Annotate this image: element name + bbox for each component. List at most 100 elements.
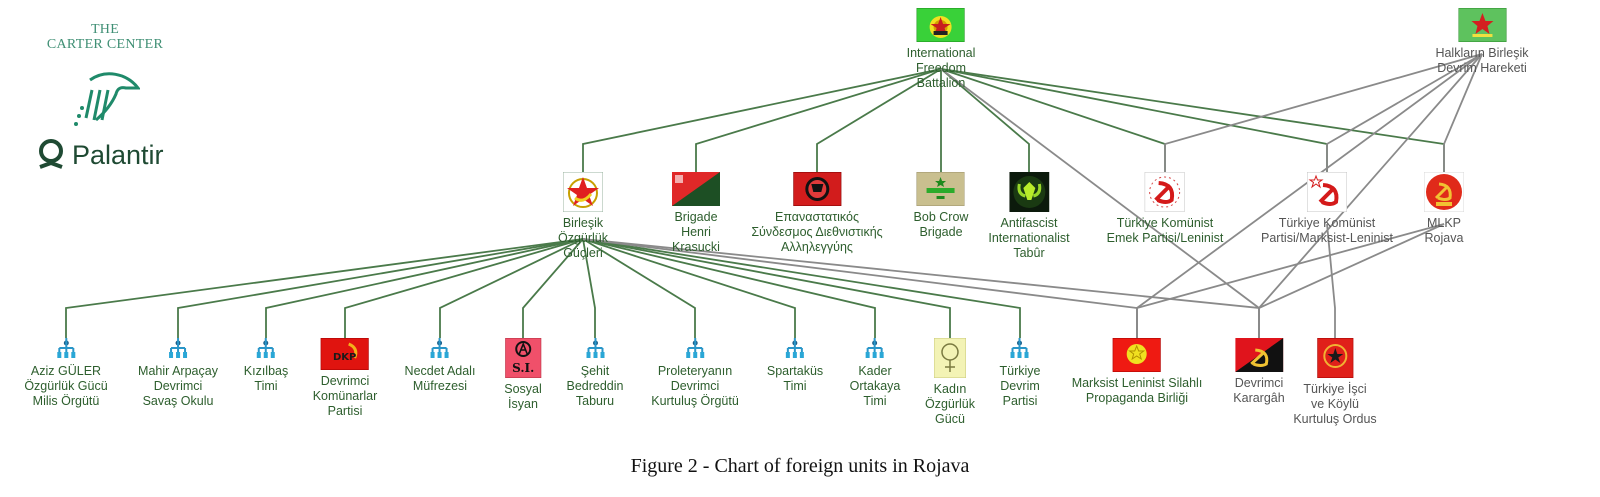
org-node-label: Necdet Adalı Müfrezesi <box>404 364 476 393</box>
org-hierarchy-icon <box>864 338 886 360</box>
org-node-label: Spartaküs Timi <box>766 364 824 393</box>
edge-bog-pdko <box>582 238 696 338</box>
org-hierarchy-icon <box>55 338 77 360</box>
org-node-label: International Freedom Battalion <box>906 46 976 90</box>
org-node-label: Kadın Özgürlük Gücü <box>924 382 976 426</box>
edge-bog-agog <box>65 238 584 338</box>
mlkp-emblem-icon <box>1424 172 1464 212</box>
edge-ifb-tkpml <box>940 68 1328 172</box>
org-node-hbdh: Halkların Birleşik Devrim Hareketi <box>1435 8 1529 76</box>
org-node-label: Devrimci Komünarlar Partisi <box>312 374 378 418</box>
edge-hbdh-tkpml <box>1326 53 1483 172</box>
org-node-label: Bob Crow Brigade <box>913 210 969 239</box>
hbdh-flag-icon <box>1458 8 1506 42</box>
mlspb-flag-icon <box>1112 338 1161 372</box>
edge-bog-kot <box>582 238 876 338</box>
edge-bog-tdp <box>582 238 1021 338</box>
org-node-label: Devrimci Karargâh <box>1233 376 1285 405</box>
palantir-wordmark: Palantir <box>72 139 164 170</box>
org-node-label: Birleşik Özgürlük Güçleri <box>557 216 609 260</box>
edge-ifb-sda <box>816 68 942 172</box>
org-node-label: Türkiye Komünist Partisi/Marksist-Lenini… <box>1261 216 1393 245</box>
org-hierarchy-icon <box>784 338 806 360</box>
edge-bog-si <box>522 238 584 338</box>
org-node-bog: Birleşik Özgürlük Güçleri <box>558 172 608 261</box>
org-node-st: Spartaküs Timi <box>767 338 823 394</box>
org-node-bcb: Bob Crow Brigade <box>913 172 969 240</box>
org-node-label: Marksist Leninist Silahlı Propaganda Bir… <box>1071 376 1203 405</box>
org-node-pdko: Proleteryanın Devrimci Kurtuluş Örgütü <box>651 338 739 409</box>
ait-emblem-icon <box>1009 172 1049 212</box>
edge-bog-kt <box>265 238 584 338</box>
org-node-dk: Devrimci Karargâh <box>1233 338 1285 406</box>
tikko-emblem-icon <box>1317 338 1353 378</box>
org-hierarchy-icon <box>684 338 706 360</box>
figure-caption: Figure 2 - Chart of foreign units in Roj… <box>630 455 970 477</box>
star-emblem-icon <box>563 172 603 212</box>
edge-bog-nam <box>439 238 584 338</box>
org-node-agog: Aziz GÜLER Özgürlük Gücü Milis Örgütü <box>24 338 108 409</box>
eagle-icon <box>74 72 140 126</box>
org-node-dkp: DKP Devrimci Komünarlar Partisi <box>312 338 378 419</box>
org-node-label: Türkiye Devrim Partisi <box>999 364 1041 408</box>
edge-bog-st <box>582 238 796 338</box>
org-node-ifb: International Freedom Battalion <box>906 8 976 91</box>
org-node-label: Brigade Henri Krasucki <box>672 210 720 254</box>
women-symbol-icon <box>934 338 966 378</box>
org-node-nam: Necdet Adalı Müfrezesi <box>404 338 476 394</box>
svg-text:DKP: DKP <box>333 352 356 363</box>
org-hierarchy-icon <box>429 338 451 360</box>
org-node-label: Sosyal İsyan <box>504 382 542 411</box>
org-node-label: Halkların Birleşik Devrim Hareketi <box>1435 46 1529 75</box>
edge-hbdh-mlkp <box>1443 53 1483 172</box>
org-node-label: Proleteryanın Devrimci Kurtuluş Örgütü <box>651 364 739 408</box>
dkp-flag-icon: DKP <box>321 338 369 370</box>
org-node-kot: Kader Ortakaya Timi <box>849 338 901 409</box>
org-hierarchy-icon <box>255 338 277 360</box>
org-hierarchy-icon <box>167 338 189 360</box>
org-node-sbt: Şehit Bedreddin Taburu <box>567 338 624 409</box>
edge-bog-dkp <box>344 238 584 338</box>
si-anarchy-icon: S.I. <box>505 338 541 378</box>
antifa-flag-icon <box>792 172 841 206</box>
org-node-label: MLKP Rojava <box>1424 216 1464 245</box>
org-node-madso: Mahir Arpaçay Devrimci Savaş Okulu <box>138 338 218 409</box>
bob-crow-emblem-icon <box>916 172 965 206</box>
org-node-mlspb: Marksist Leninist Silahlı Propaganda Bir… <box>1071 338 1203 406</box>
edge-ifb-bhk <box>695 68 942 172</box>
org-node-mlkp: MLKP Rojava <box>1424 172 1464 246</box>
org-node-tkepl: Türkiye Komünist Emek Partisi/Leninist <box>1106 172 1224 246</box>
edge-ifb-ait <box>940 68 1030 172</box>
org-node-label: Kızılbaş Timi <box>243 364 289 393</box>
org-node-kt: Kızılbaş Timi <box>244 338 288 394</box>
org-node-kog: Kadın Özgürlük Gücü <box>925 338 975 427</box>
carter-center-logo: THE CARTER CENTER <box>30 22 180 52</box>
palantir-mark-icon <box>39 139 63 169</box>
carter-center-line2: CARTER CENTER <box>46 37 164 52</box>
org-node-bhk: Brigade Henri Krasucki <box>672 172 720 255</box>
edge-mlkp-mlspb <box>1136 223 1445 338</box>
org-node-tkpml: Türkiye Komünist Partisi/Marksist-Lenini… <box>1261 172 1393 246</box>
org-node-label: Şehit Bedreddin Taburu <box>566 364 624 408</box>
org-node-label: Kader Ortakaya Timi <box>849 364 901 408</box>
palantir-logo: Palantir <box>36 137 164 173</box>
hammer-sickle-star-icon <box>1306 172 1347 212</box>
ifb-flag-icon <box>917 8 965 42</box>
org-node-label: Aziz GÜLER Özgürlük Gücü Milis Örgütü <box>24 364 108 408</box>
org-hierarchy-icon <box>584 338 606 360</box>
org-node-ait: Antifascist Internationalist Tabûr <box>988 172 1070 261</box>
org-node-si: S.I. Sosyal İsyan <box>504 338 542 412</box>
edge-tkpml-tikko <box>1326 223 1336 338</box>
edge-bog-sbt <box>582 238 596 338</box>
hammer-sickle-icon <box>1145 172 1185 212</box>
org-node-tikko: Türkiye İşci ve Köylü Kurtuluş Ordus <box>1293 338 1377 427</box>
red-black-flag-icon <box>672 172 720 206</box>
edge-bog-kog <box>582 238 951 338</box>
edge-ifb-bog <box>582 68 942 172</box>
org-node-label: Antifascist Internationalist Tabûr <box>988 216 1070 260</box>
org-hierarchy-icon <box>1009 338 1031 360</box>
edge-hbdh-tkepl <box>1164 53 1483 172</box>
carter-center-line1: THE <box>90 22 120 37</box>
org-node-label: Türkiye Komünist Emek Partisi/Leninist <box>1106 216 1224 245</box>
